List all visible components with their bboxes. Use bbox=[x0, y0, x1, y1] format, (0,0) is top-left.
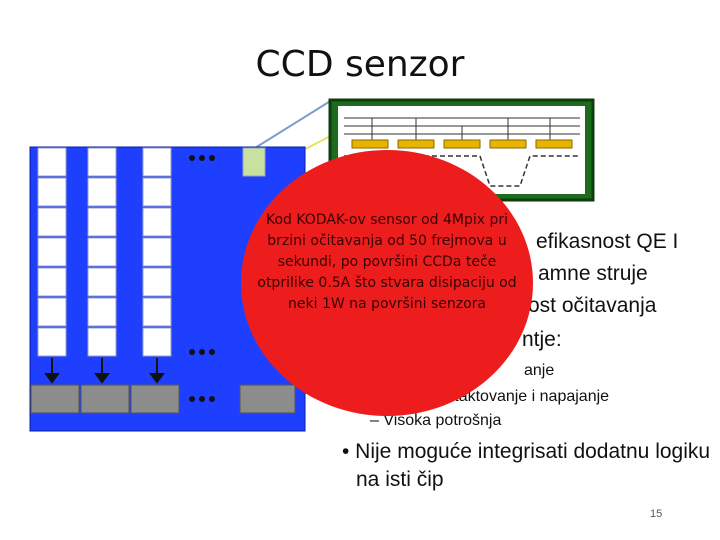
shift-register bbox=[30, 384, 296, 414]
sub-item-3: – Visoka potrošnja bbox=[370, 412, 502, 429]
callout-ellipse bbox=[241, 150, 533, 416]
bullet-2: • Nije moguće integrisati dodatnu logiku… bbox=[342, 440, 711, 491]
pixel-columns bbox=[37, 147, 266, 357]
slide-number: 15 bbox=[650, 508, 663, 520]
callout-text: Kod KODAK-ov sensor od 4Mpix pri brzini … bbox=[257, 212, 517, 312]
bullet-1-line-3: ost očitavanja bbox=[528, 294, 657, 317]
slide-title: CCD senzor bbox=[255, 44, 465, 85]
bullet-1-line-4: ntje: bbox=[522, 328, 562, 351]
zoom-line-top bbox=[254, 99, 333, 149]
sub-item-1: anje bbox=[524, 362, 555, 379]
bullet-1-line-2: amne struje bbox=[538, 262, 648, 285]
bullet-1-line-1: efikasnost QE I bbox=[536, 230, 679, 253]
transfer-arrows bbox=[44, 358, 165, 384]
ellipsis-dots bbox=[189, 155, 215, 402]
